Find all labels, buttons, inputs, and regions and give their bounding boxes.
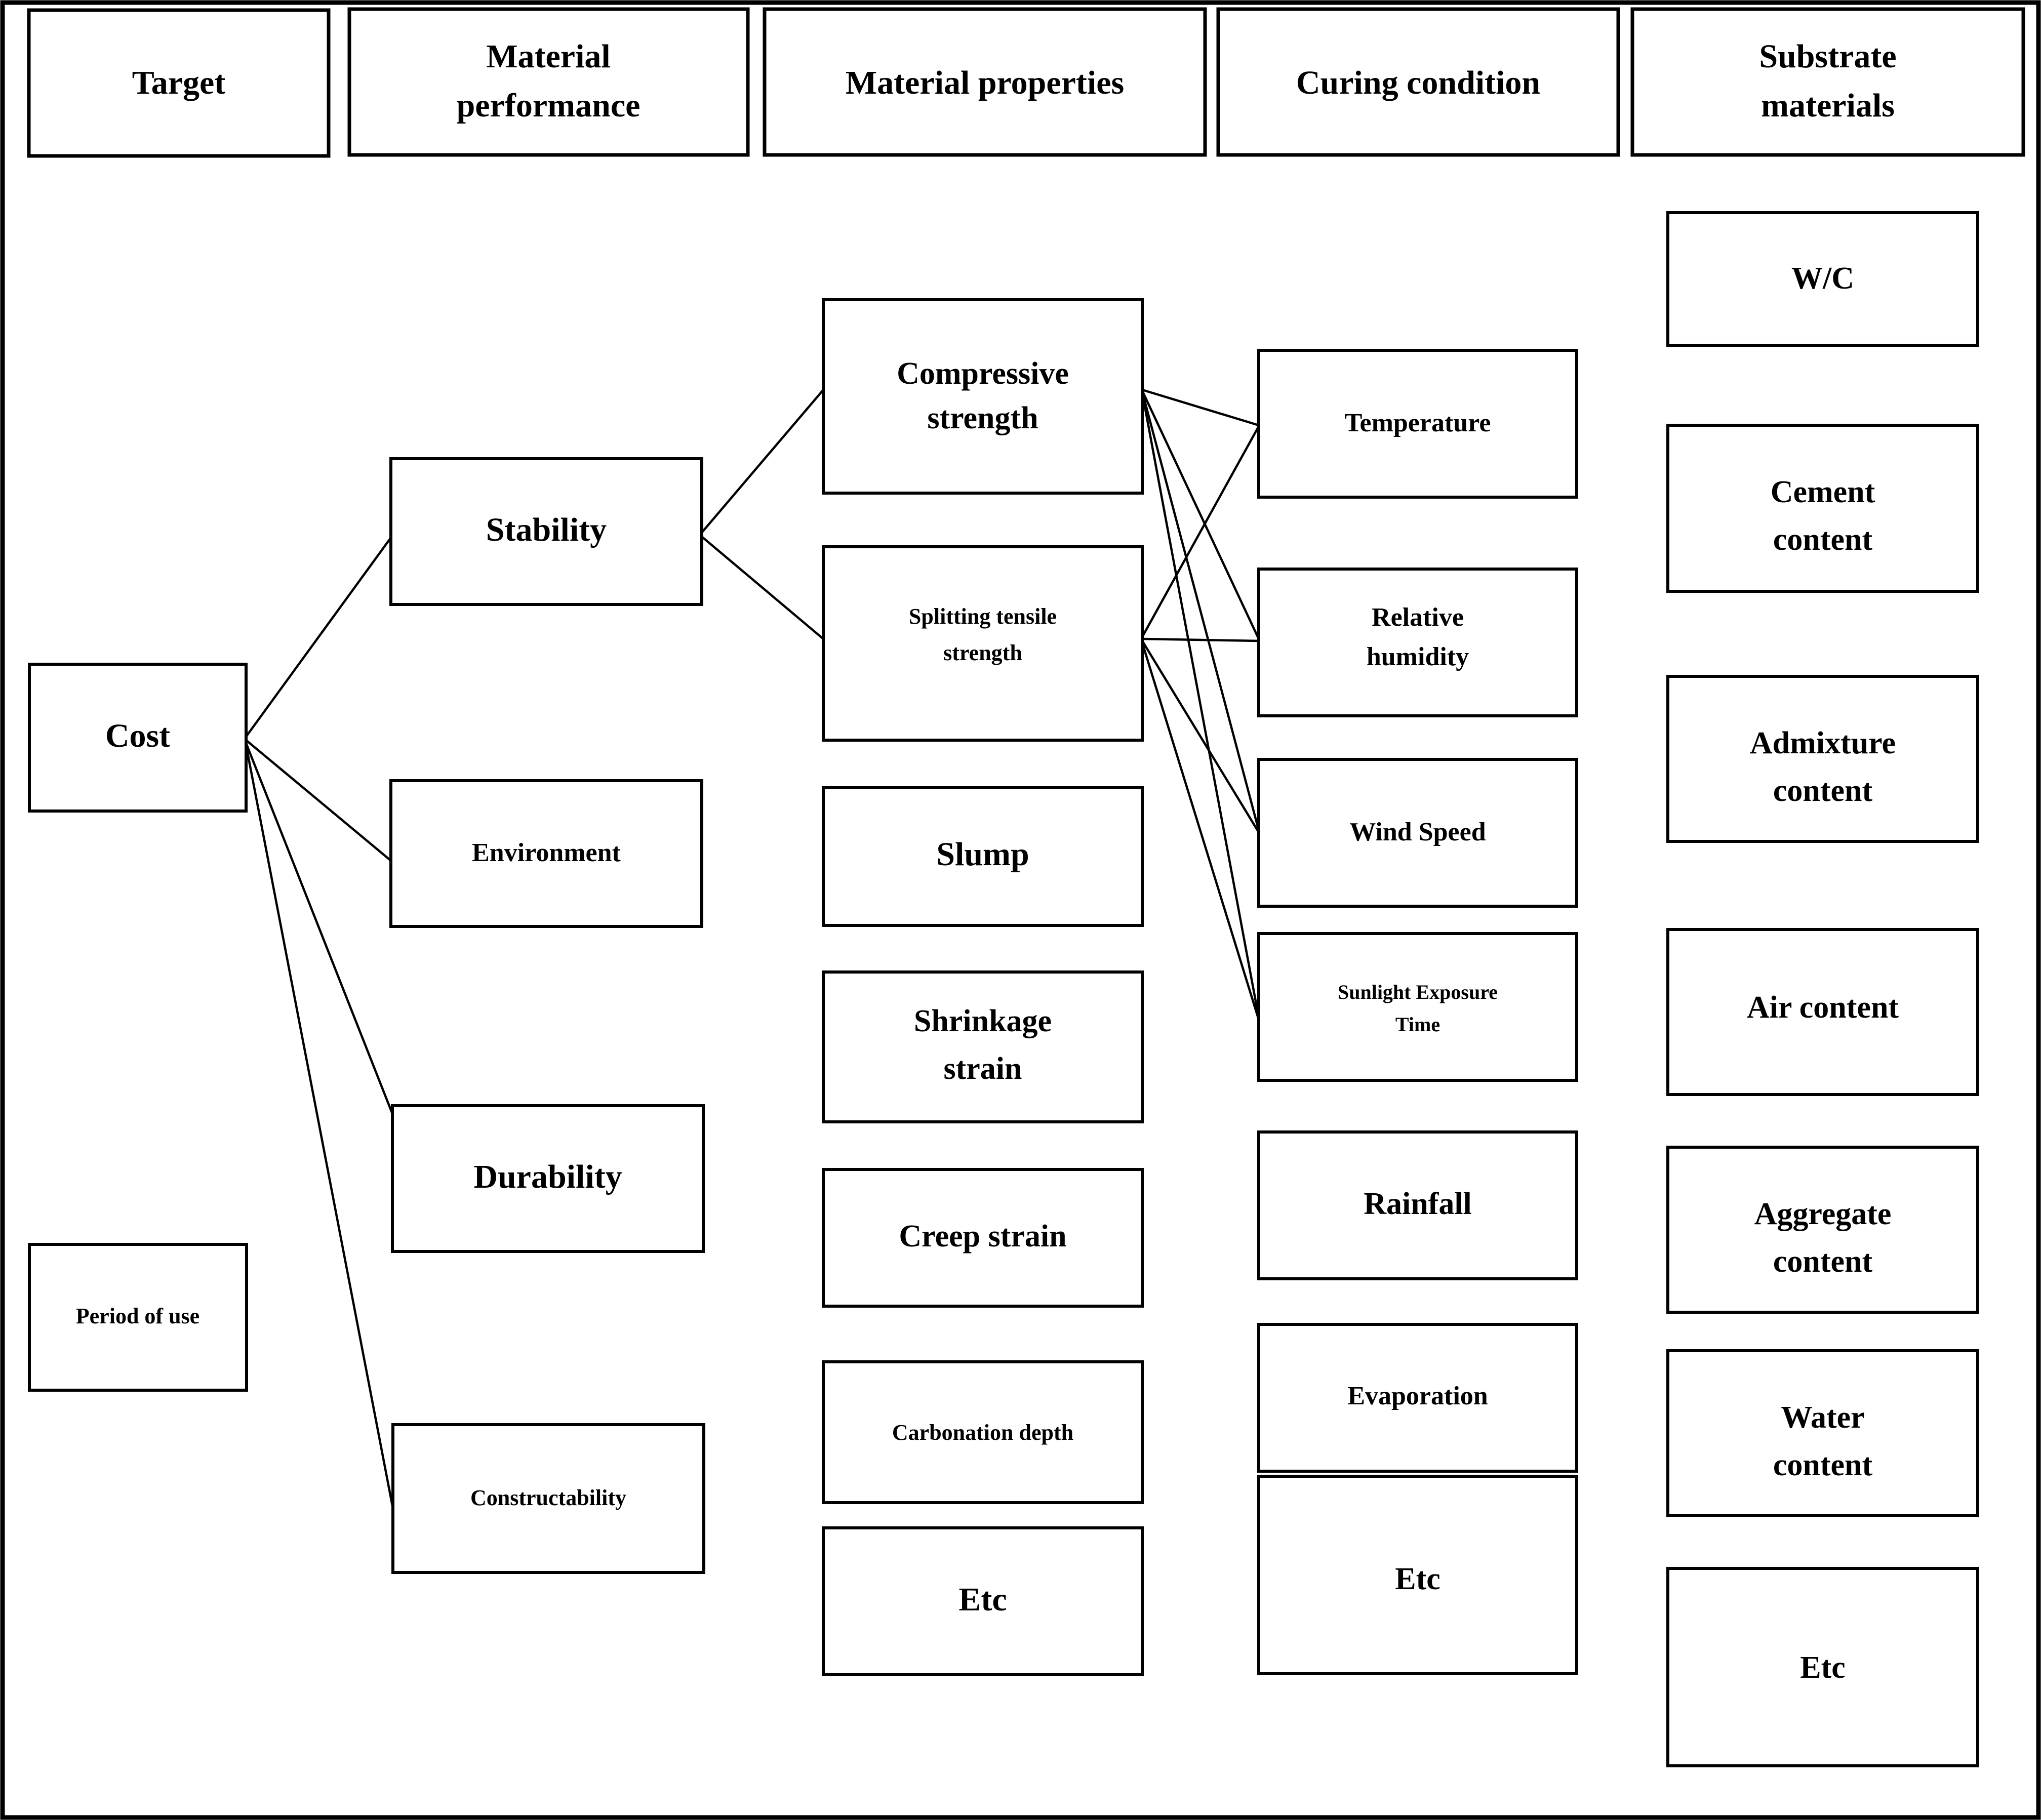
node-creep-strain[interactable]: Creep strain [822, 1168, 1144, 1308]
column-material-properties: Compressive strength Splitting tensile s… [822, 298, 1144, 1676]
node-carbonation-depth-label: Carbonation depth [892, 1420, 1073, 1445]
header-material-performance-label-line2: performance [457, 87, 641, 124]
node-admixture-content-label-line2: content [1773, 774, 1873, 808]
node-environment[interactable]: Environment [389, 779, 703, 928]
node-water-content-label-line2: content [1773, 1448, 1873, 1482]
link-stability-splitting [700, 535, 825, 641]
node-admixture-content-label-line1: Admixture [1750, 726, 1896, 760]
link-compressive-windspeed [1141, 390, 1260, 832]
node-etc-curing-label: Etc [1395, 1562, 1440, 1596]
node-cost[interactable]: Cost [28, 663, 248, 813]
node-carbonation-depth[interactable]: Carbonation depth [822, 1360, 1144, 1504]
node-relative-humidity-label-line1: Relative [1372, 603, 1464, 632]
node-rainfall[interactable]: Rainfall [1257, 1130, 1578, 1280]
node-etc-curing[interactable]: Etc [1257, 1475, 1578, 1675]
link-stability-compressive [700, 388, 825, 535]
node-rainfall-label: Rainfall [1364, 1187, 1472, 1221]
link-splitting-humidity [1141, 637, 1260, 642]
node-admixture-content[interactable]: Admixture content [1666, 675, 1979, 843]
node-compressive-strength-label-line1: Compressive [897, 356, 1069, 391]
node-w-c-label: W/C [1791, 261, 1854, 296]
node-shrinkage-strain-label-line1: Shrinkage [914, 1004, 1052, 1038]
node-etc-substrate[interactable]: Etc [1666, 1567, 1979, 1767]
node-cement-content-label-line1: Cement [1771, 475, 1875, 509]
link-compressive-temperature [1141, 388, 1260, 427]
node-creep-strain-label: Creep strain [899, 1219, 1066, 1253]
link-splitting-temperature [1140, 424, 1261, 639]
node-shrinkage-strain[interactable]: Shrinkage strain [822, 970, 1144, 1123]
link-cost-stability [244, 536, 393, 739]
node-sunlight-exposure-time-label-line1: Sunlight Exposure [1338, 981, 1498, 1003]
column-substrate-materials: W/C Cement content Admixture content Air… [1666, 211, 1979, 1767]
node-relative-humidity[interactable]: Relative humidity [1257, 568, 1578, 717]
node-cement-content-label-line2: content [1773, 522, 1873, 557]
header-material-performance: Material performance [347, 7, 750, 157]
node-shrinkage-strain-label-line2: strain [944, 1051, 1022, 1086]
node-etc-properties[interactable]: Etc [822, 1526, 1144, 1676]
link-compressive-sunlight [1141, 391, 1260, 1019]
node-temperature[interactable]: Temperature [1257, 349, 1578, 499]
header-material-performance-label-line1: Material [486, 38, 611, 75]
node-aggregate-content-label-line1: Aggregate [1754, 1197, 1892, 1231]
node-aggregate-content[interactable]: Aggregate content [1666, 1146, 1979, 1314]
node-compressive-strength[interactable]: Compressive strength [822, 298, 1144, 495]
link-splitting-windspeed [1140, 639, 1261, 834]
node-stability-label: Stability [486, 511, 607, 548]
column-material-performance: Stability Environment Durability Constru… [389, 457, 705, 1574]
node-slump-label: Slump [936, 836, 1029, 873]
column-target: Cost Period of use [28, 663, 248, 1392]
node-water-content-label-line1: Water [1781, 1400, 1864, 1435]
node-splitting-tensile-strength[interactable]: Splitting tensile strength [822, 545, 1144, 742]
node-compressive-strength-label-line2: strength [927, 401, 1038, 435]
column-curing-condition: Temperature Relative humidity Wind Speed… [1257, 349, 1578, 1675]
header-curing-condition: Curing condition [1216, 7, 1620, 157]
header-curing-condition-label: Curing condition [1296, 64, 1540, 101]
node-wind-speed-label: Wind Speed [1349, 818, 1486, 846]
node-period-of-use-label: Period of use [76, 1304, 199, 1328]
header-target: Target [27, 8, 331, 158]
node-splitting-tensile-strength-label-line1: Splitting tensile [909, 604, 1057, 629]
node-period-of-use[interactable]: Period of use [28, 1243, 248, 1392]
node-durability[interactable]: Durability [391, 1104, 705, 1253]
node-environment-label: Environment [472, 838, 621, 867]
header-target-label: Target [132, 64, 226, 101]
node-air-content[interactable]: Air content [1666, 928, 1979, 1096]
node-durability-label: Durability [473, 1158, 622, 1195]
node-constructability-label: Constructability [470, 1485, 626, 1510]
node-cost-label: Cost [105, 717, 170, 754]
header-material-properties-label: Material properties [846, 64, 1124, 101]
header-substrate-materials-label-line2: materials [1761, 87, 1895, 124]
node-etc-substrate-label: Etc [1800, 1650, 1846, 1685]
node-etc-properties-label: Etc [958, 1581, 1007, 1618]
node-temperature-label: Temperature [1345, 409, 1491, 437]
link-splitting-sunlight [1141, 641, 1260, 1021]
node-slump[interactable]: Slump [822, 786, 1144, 927]
link-cost-durability [245, 742, 394, 1115]
node-air-content-label: Air content [1747, 990, 1899, 1025]
node-evaporation-label: Evaporation [1347, 1382, 1488, 1410]
connector-lines [244, 388, 1261, 1515]
node-splitting-tensile-strength-label-line2: strength [943, 640, 1022, 665]
node-water-content[interactable]: Water content [1666, 1349, 1979, 1517]
node-evaporation[interactable]: Evaporation [1257, 1323, 1578, 1473]
header-row: Target Material performance Material pro… [27, 7, 2025, 158]
node-constructability[interactable]: Constructability [391, 1423, 705, 1574]
node-sunlight-exposure-time[interactable]: Sunlight Exposure Time [1257, 932, 1578, 1082]
header-material-properties: Material properties [763, 7, 1207, 157]
node-aggregate-content-label-line2: content [1773, 1244, 1873, 1279]
node-w-c[interactable]: W/C [1666, 211, 1979, 347]
node-relative-humidity-label-line2: humidity [1367, 642, 1469, 671]
link-cost-constructability [245, 744, 395, 1515]
link-compressive-humidity [1141, 389, 1260, 640]
link-cost-environment [244, 738, 393, 863]
node-stability[interactable]: Stability [389, 457, 703, 606]
node-wind-speed[interactable]: Wind Speed [1257, 758, 1578, 908]
header-substrate-materials-label-line1: Substrate [1759, 38, 1896, 75]
header-substrate-materials: Substrate materials [1630, 7, 2025, 157]
node-sunlight-exposure-time-label-line2: Time [1395, 1013, 1440, 1036]
node-cement-content[interactable]: Cement content [1666, 424, 1979, 593]
